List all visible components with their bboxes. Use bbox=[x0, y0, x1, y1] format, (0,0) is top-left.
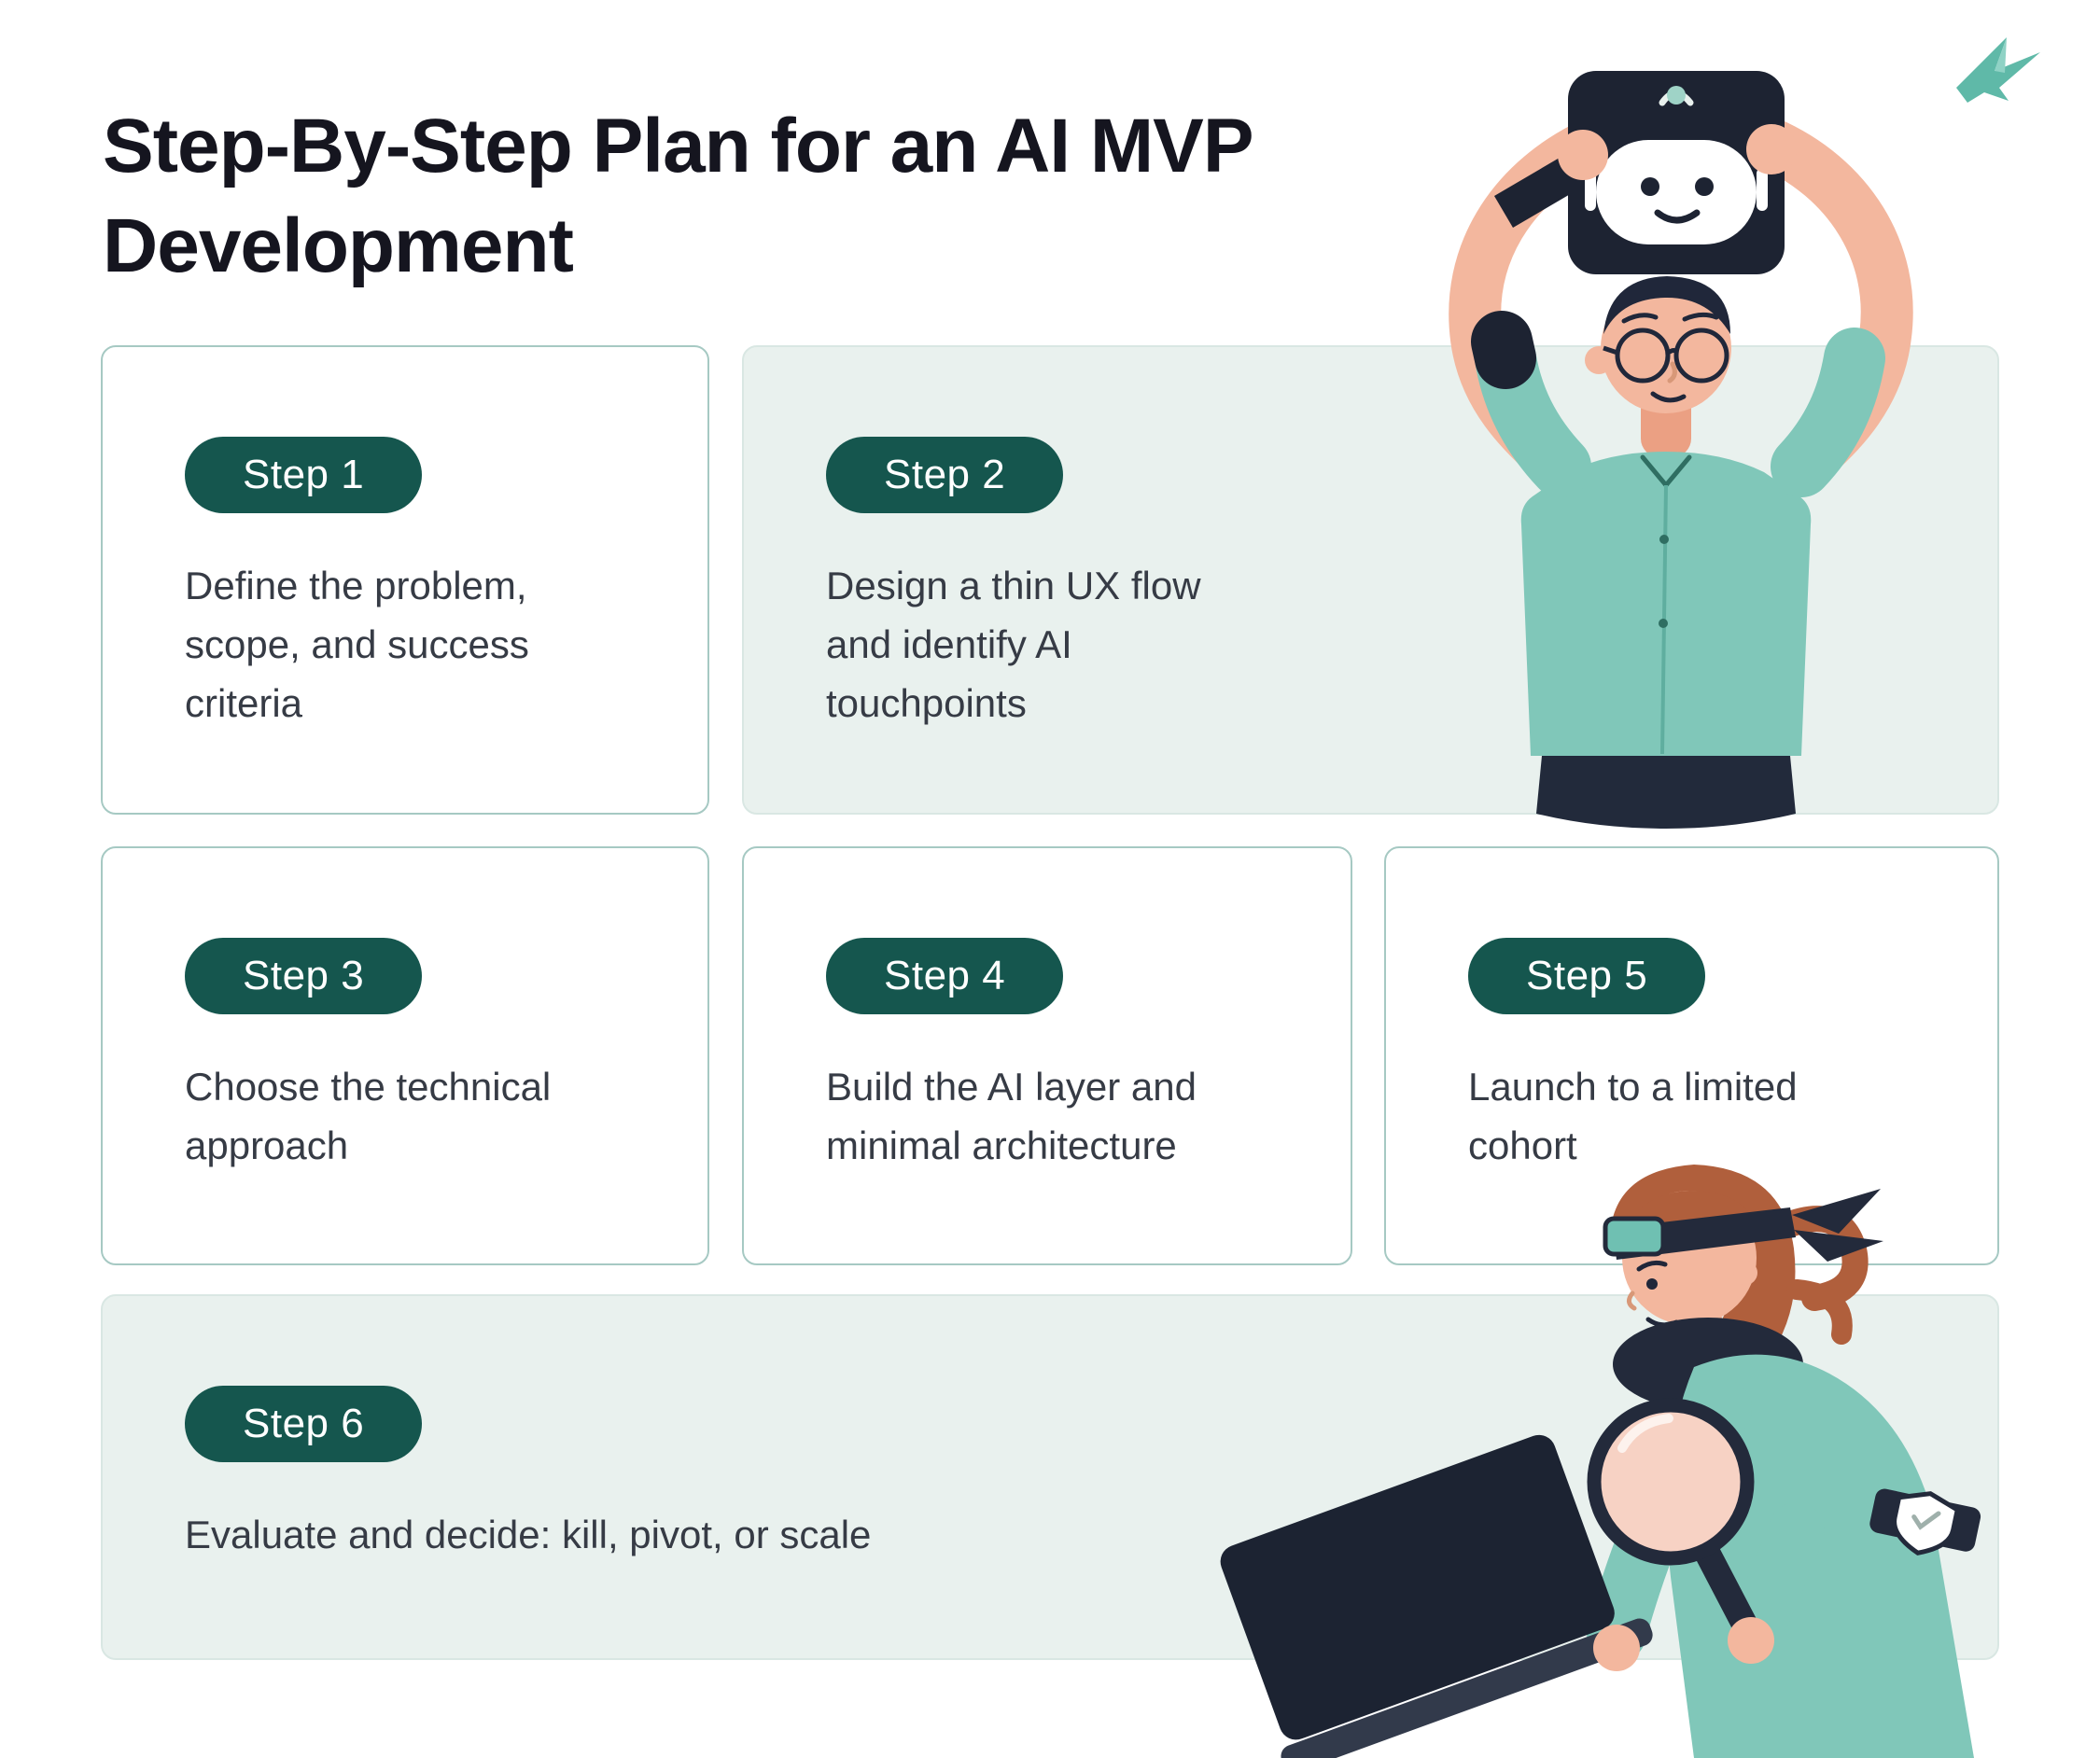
step-5-badge: Step 5 bbox=[1468, 938, 1706, 1014]
laptop-icon bbox=[1220, 1434, 1653, 1758]
title-line-1: Step-By-Step Plan for an AI MVP bbox=[103, 104, 1254, 188]
step-1-badge: Step 1 bbox=[185, 437, 423, 513]
step-4-badge: Step 4 bbox=[826, 938, 1064, 1014]
step-4-description: Build the AI layer and minimal architect… bbox=[826, 1065, 1197, 1167]
step-3-card: Step 3 Choose the technical approach bbox=[101, 846, 709, 1265]
step-2-badge: Step 2 bbox=[826, 437, 1064, 513]
step-4-card: Step 4 Build the AI layer and minimal ar… bbox=[742, 846, 1352, 1265]
step-1-card: Step 1 Define the problem, scope, and su… bbox=[101, 345, 709, 815]
robot-icon bbox=[1568, 71, 1785, 274]
title-line-2: Development bbox=[103, 202, 574, 288]
hair bbox=[1603, 276, 1730, 334]
step-3-badge: Step 3 bbox=[185, 938, 423, 1014]
step-3-description: Choose the technical approach bbox=[185, 1065, 552, 1167]
pants bbox=[1536, 756, 1796, 829]
wristband bbox=[1494, 155, 1583, 228]
step-5-description: Launch to a limited cohort bbox=[1468, 1065, 1798, 1167]
brand-bird-logo-icon bbox=[1951, 34, 2053, 108]
glasses-icon bbox=[1603, 328, 1729, 384]
headband-goggles-icon bbox=[1603, 1189, 1883, 1262]
woman-with-laptop-illustration bbox=[1185, 1129, 2025, 1758]
ear bbox=[1585, 346, 1613, 374]
step-1-description: Define the problem, scope, and success c… bbox=[185, 564, 529, 725]
man-holding-robot-sign-illustration bbox=[1288, 54, 2025, 829]
page-title: Step-By-Step Plan for an AI MVP Developm… bbox=[103, 97, 1254, 296]
shield-badge-icon bbox=[1869, 1488, 1981, 1556]
step-6-badge: Step 6 bbox=[185, 1386, 423, 1462]
magnifying-glass-icon bbox=[1587, 1398, 1762, 1646]
step-2-description: Design a thin UX flow and identify AI to… bbox=[826, 564, 1201, 725]
ear bbox=[1733, 1261, 1757, 1285]
step-6-description: Evaluate and decide: kill, pivot, or sca… bbox=[185, 1513, 872, 1556]
